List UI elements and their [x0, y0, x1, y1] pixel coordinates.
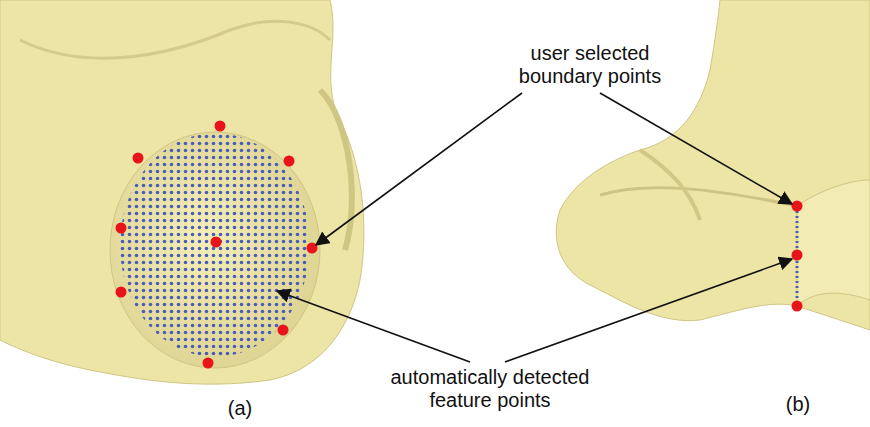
leader-arrows: [277, 93, 792, 362]
panel-label: (a): [218, 397, 262, 420]
callout-label: user selected boundary points: [505, 42, 675, 88]
bone-a: [0, 0, 364, 384]
callout-label: automatically detected feature points: [370, 366, 610, 412]
panel-label: (b): [776, 393, 820, 416]
